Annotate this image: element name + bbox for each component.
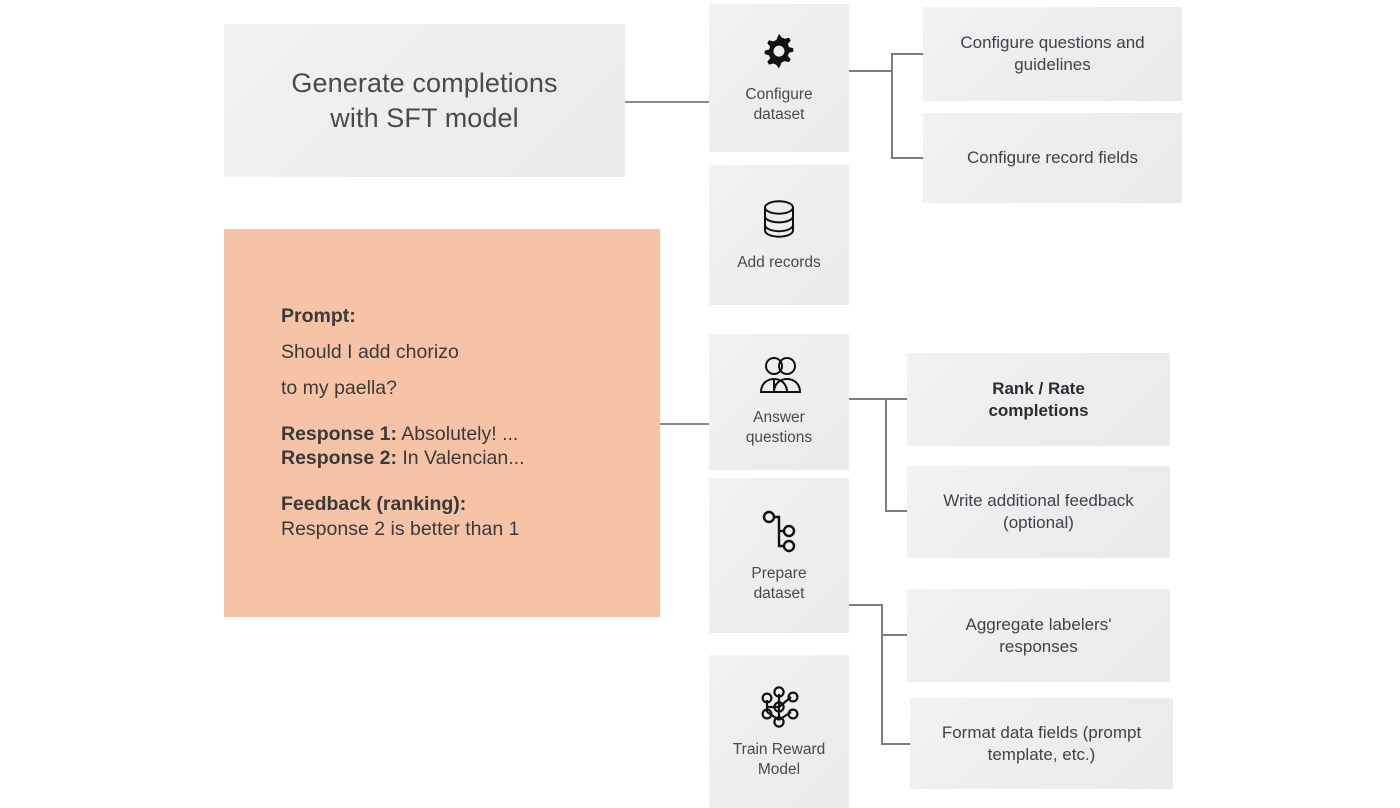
connector-prepare-to-aggregate	[881, 634, 910, 636]
gear-icon	[757, 31, 801, 75]
stage-train-reward-model[interactable]: Train Reward Model	[709, 655, 849, 808]
detail-write-additional-feedback[interactable]: Write additional feedback (optional)	[907, 466, 1170, 558]
stage-add-records-label: Add records	[737, 254, 821, 272]
connector-answer-stub	[849, 398, 889, 400]
detail-configure-questions-and-guidelines[interactable]: Configure questions and guidelines	[923, 7, 1182, 101]
connector-answer-to-rank	[885, 398, 909, 400]
detail-configure-record-fields[interactable]: Configure record fields	[923, 113, 1182, 203]
stage-configure-dataset-label: Configure dataset	[745, 86, 813, 123]
card-prompt-example[interactable]: Prompt: Should I add chorizo to my paell…	[224, 229, 660, 617]
connector-configure-stub	[849, 70, 893, 72]
feedback-value: Response 2 is better than 1	[281, 518, 520, 541]
stage-configure-dataset[interactable]: Configure dataset	[709, 4, 849, 152]
connector-answer-to-feedback	[885, 510, 909, 512]
stage-answer-questions-label: Answer questions	[745, 409, 813, 446]
prompt-title: Prompt:	[281, 304, 356, 327]
database-icon	[757, 197, 801, 243]
detail-configure-record-fields-label: Configure record fields	[966, 148, 1139, 168]
connector-title-to-configure	[625, 101, 709, 103]
response-1-key: Response 1:	[281, 422, 397, 445]
stage-prepare-dataset-label: Prepare dataset	[751, 564, 807, 602]
detail-format-data-fields[interactable]: Format data fields (prompt template, etc…	[910, 698, 1173, 789]
network-nodes-icon	[754, 684, 804, 730]
detail-rank-rate-completions[interactable]: Rank / Rate completions	[907, 353, 1170, 446]
connector-configure-to-questions	[891, 53, 923, 55]
connector-configure-bracket-v	[891, 53, 893, 158]
detail-aggregate-labelers-responses-label: Aggregate labelers' responses	[965, 614, 1112, 656]
detail-aggregate-labelers-responses[interactable]: Aggregate labelers' responses	[907, 589, 1170, 682]
connector-answer-bracket-v	[885, 398, 887, 511]
stage-add-records[interactable]: Add records	[709, 165, 849, 305]
detail-configure-questions-and-guidelines-label: Configure questions and guidelines	[960, 33, 1145, 74]
card-generate-completions-label: Generate completions with SFT model	[291, 67, 558, 133]
two-people-icon	[755, 356, 803, 398]
connector-configure-to-fields	[891, 157, 923, 159]
card-generate-completions[interactable]: Generate completions with SFT model	[224, 24, 625, 177]
connector-prepare-bracket-v	[881, 604, 883, 744]
response-2-value: In Valencian...	[396, 447, 525, 470]
prompt-text-line-2: to my paella?	[281, 376, 397, 399]
detail-format-data-fields-label: Format data fields (prompt template, etc…	[941, 722, 1142, 764]
response-1-value: Absolutely! ...	[396, 422, 519, 445]
detail-rank-rate-completions-label: Rank / Rate completions	[988, 378, 1089, 420]
stage-answer-questions[interactable]: Answer questions	[709, 334, 849, 470]
response-2-row: Response 2: In Valencian...	[281, 446, 660, 471]
connector-prompt-to-answer	[660, 423, 710, 425]
detail-write-additional-feedback-label: Write additional feedback (optional)	[943, 491, 1134, 532]
stage-train-reward-model-label: Train Reward Model	[732, 740, 826, 778]
connector-prepare-stub	[849, 604, 883, 606]
feedback-title: Feedback (ranking):	[281, 493, 467, 516]
connector-prepare-to-format	[881, 743, 910, 745]
prompt-text-line-1: Should I add chorizo	[281, 340, 459, 363]
stage-prepare-dataset[interactable]: Prepare dataset	[709, 478, 849, 633]
response-2-key: Response 2:	[281, 447, 397, 470]
prompt-body: Prompt: Should I add chorizo to my paell…	[281, 304, 660, 543]
branch-icon	[758, 508, 800, 554]
response-1-row: Response 1: Absolutely! ...	[281, 422, 660, 447]
